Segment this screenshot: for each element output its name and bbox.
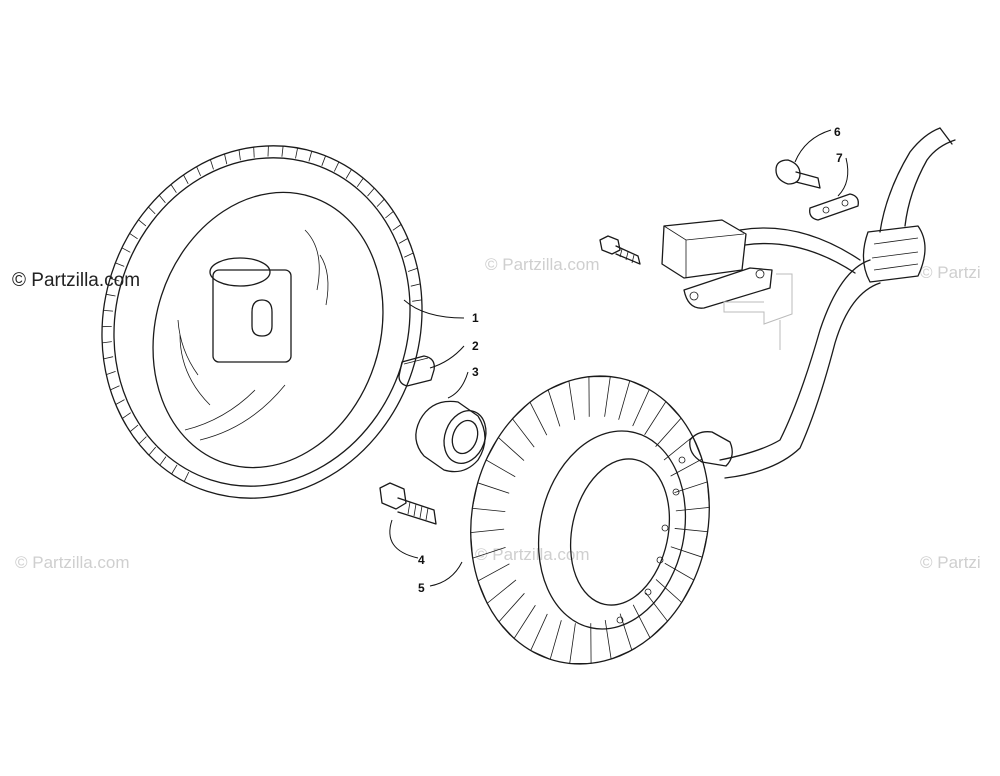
clamp-plate [809, 193, 859, 221]
gear-tooth [356, 177, 364, 188]
gear-tooth [106, 293, 116, 297]
gear-tooth [410, 283, 421, 287]
stator-pole [588, 376, 611, 417]
clamp-screw [775, 159, 821, 189]
flywheel-rotor [101, 145, 423, 499]
gear-tooth [345, 169, 352, 179]
gear-tooth [129, 424, 139, 433]
gear-tooth [183, 174, 189, 184]
stator-pole [618, 380, 650, 427]
stator-pole [663, 436, 703, 477]
gear-tooth [158, 194, 166, 204]
gear-tooth [376, 198, 385, 207]
gear-tooth [148, 206, 156, 215]
callout-3: 3 [472, 365, 479, 379]
leader-lines [389, 129, 849, 587]
stator-pole [604, 613, 633, 660]
gear-tooth [183, 471, 190, 482]
gear-tooth [171, 464, 178, 475]
callout-7: 7 [836, 151, 843, 165]
callout-1: 1 [472, 311, 479, 325]
gear-tooth [295, 147, 298, 159]
stator-pole [644, 400, 682, 447]
stator-bolt [379, 482, 437, 525]
stator-pole [670, 528, 709, 558]
callout-5: 5 [418, 581, 425, 595]
gear-tooth [385, 211, 394, 219]
gear-tooth [407, 267, 418, 272]
gear-tooth [138, 219, 147, 227]
gear-tooth [253, 147, 255, 158]
gear-tooth [129, 233, 138, 240]
callout-4: 4 [418, 553, 425, 567]
gear-tooth [210, 159, 214, 170]
gear-tooth [138, 436, 147, 445]
stator [470, 375, 710, 665]
gear-tooth [321, 155, 326, 166]
gear-tooth [238, 149, 241, 161]
gear-tooth [281, 146, 284, 157]
watermark-bottom-center: © Partzilla.com [475, 545, 590, 564]
gear-tooth [115, 399, 125, 405]
gear-tooth [115, 262, 125, 267]
ring-gear-teeth [102, 145, 422, 482]
watermark-bottom-right: © Partzi [920, 553, 981, 572]
watermark-main: © Partzilla.com [12, 270, 140, 291]
gear-tooth [196, 166, 201, 177]
gear-tooth [159, 456, 167, 466]
gear-tooth [122, 412, 131, 419]
stator-pole [471, 482, 510, 512]
gear-tooth [308, 150, 313, 162]
gear-tooth [109, 278, 120, 282]
gear-tooth [106, 371, 116, 375]
gear-tooth [398, 238, 408, 244]
stator-pole [477, 563, 517, 604]
gear-tooth [412, 299, 422, 302]
collar [415, 400, 487, 473]
callout-6: 6 [834, 125, 841, 139]
stator-pole [511, 401, 548, 448]
gear-tooth [367, 187, 375, 197]
pickup-sensor [661, 219, 793, 350]
stator-pole [530, 613, 562, 660]
stator-pole [498, 593, 536, 640]
callout-2: 2 [472, 339, 479, 353]
sensor-screw [599, 235, 641, 265]
gear-tooth [392, 224, 402, 231]
gear-tooth [121, 247, 131, 253]
stator-pole [674, 481, 710, 512]
watermark-bottom-left: © Partzilla.com [15, 553, 130, 572]
stator-poles [470, 376, 710, 664]
gear-tooth [102, 341, 112, 344]
stator-pole [655, 562, 695, 604]
stator-pole [470, 528, 506, 559]
woodruff-key [398, 355, 435, 387]
gear-tooth [170, 184, 177, 193]
gear-tooth [110, 385, 120, 391]
gear-tooth [148, 446, 157, 456]
stator-pole [632, 592, 669, 639]
gear-tooth [224, 153, 228, 165]
stator-pole [485, 436, 525, 478]
gear-tooth [404, 252, 414, 258]
gear-tooth [103, 356, 114, 360]
watermark-right: © Partzi [920, 263, 981, 282]
watermark-center: © Partzilla.com [485, 255, 600, 274]
wiring-harness [689, 127, 956, 479]
gear-tooth [103, 310, 114, 312]
stator-pole [547, 380, 576, 427]
gear-tooth [333, 161, 340, 172]
stator-pole [569, 623, 592, 664]
